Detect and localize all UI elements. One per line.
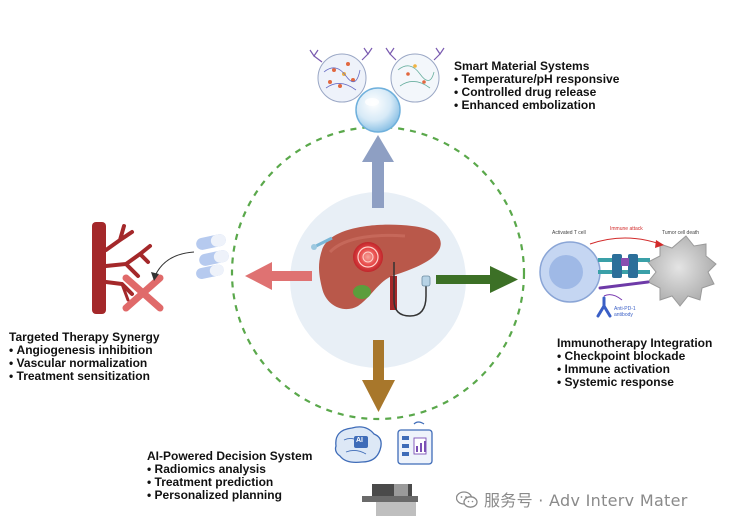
watermark: 服务号 · Adv Interv Mater <box>455 487 688 511</box>
smart-material-bullet-1: Temperature/pH responsive <box>454 73 620 86</box>
smart-material-bullet-2: Controlled drug release <box>454 86 619 99</box>
immunotherapy-title: Immunotherapy Integration <box>557 336 713 350</box>
targeted-therapy-title: Targeted Therapy Synergy <box>9 330 160 344</box>
watermark-text: 服务号 · Adv Interv Mater <box>484 491 688 510</box>
ai-decision-label: AI-Powered Decision System Radiomics ana… <box>147 450 312 502</box>
targeted-therapy-bullet-3: Treatment sensitization <box>9 370 160 383</box>
hydrogel-icon <box>385 47 445 103</box>
tumor-cell-icon <box>647 235 717 307</box>
scanner-icon <box>362 484 418 516</box>
tumor-cell-caption: Tumor cell death <box>662 230 700 236</box>
targeted-therapy-bullet-2: Vascular normalization <box>9 357 160 370</box>
antibody-pointer <box>603 294 623 301</box>
receptor-complex-icon <box>598 254 650 278</box>
antibody-icon <box>596 296 612 318</box>
arrow-right <box>436 266 518 293</box>
arrow-down <box>362 340 395 412</box>
arrow-left <box>245 262 312 290</box>
report-chart-icon <box>397 421 433 465</box>
t-cell-caption: Activated T cell <box>552 230 586 236</box>
curved-arrowhead <box>151 272 159 281</box>
ai-decision-title: AI-Powered Decision System <box>147 449 313 463</box>
immune-attack-arrow <box>589 237 661 245</box>
immunotherapy-label: Immunotherapy Integration Checkpoint blo… <box>557 337 712 389</box>
smart-material-title: Smart Material Systems <box>454 59 590 73</box>
immune-attack-arrowhead <box>655 240 664 248</box>
nanoparticle-icon <box>309 47 373 103</box>
targeted-therapy-bullet-1: Angiogenesis inhibition <box>9 344 160 357</box>
ai-decision-bullet-2: Treatment prediction <box>147 476 312 489</box>
targeted-therapy-label: Targeted Therapy Synergy Angiogenesis in… <box>9 331 160 383</box>
blood-vessel-icon <box>92 222 152 314</box>
inhibitor-bar <box>598 280 650 290</box>
ai-chip-text: AI <box>356 437 363 444</box>
ai-decision-bullet-1: Radiomics analysis <box>147 463 312 476</box>
microsphere-icon <box>355 87 401 133</box>
liver-illustration <box>311 224 441 317</box>
smart-material-label: Smart Material Systems Temperature/pH re… <box>454 60 619 112</box>
ai-brain-icon <box>334 426 382 464</box>
immunotherapy-bullet-1: Checkpoint blockade <box>557 350 712 363</box>
inhibition-x-icon <box>122 274 164 312</box>
immunotherapy-bullet-3: Systemic response <box>557 376 712 389</box>
tumor-target <box>353 242 383 272</box>
immune-attack-caption: Immune attack <box>610 226 643 232</box>
smart-material-bullet-3: Enhanced embolization <box>454 99 619 112</box>
wechat-icon <box>455 491 478 508</box>
t-cell-icon <box>539 241 601 303</box>
immunotherapy-bullet-2: Immune activation <box>557 363 712 376</box>
arrow-up <box>362 135 394 208</box>
ai-decision-bullet-3: Personalized planning <box>147 489 312 502</box>
pill-capsules-icon <box>196 234 229 279</box>
curved-arrow <box>154 251 195 277</box>
antibody-caption: Anti-PD-1 antibody <box>614 306 636 318</box>
